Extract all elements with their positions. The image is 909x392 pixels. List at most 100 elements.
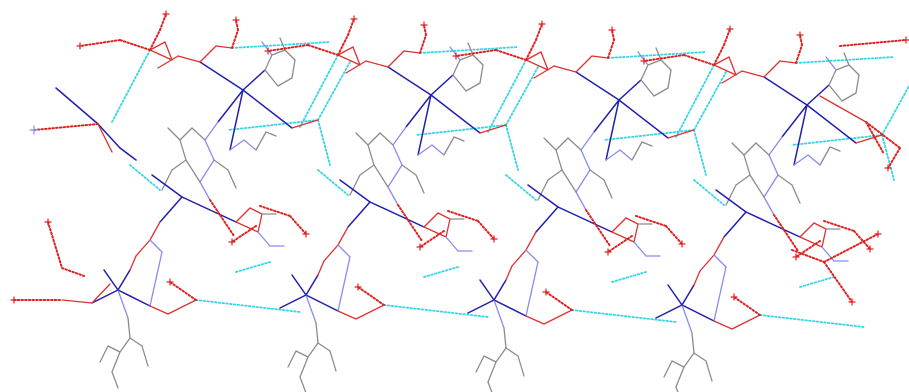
left-edge-fragment bbox=[10, 87, 137, 304]
aromatic-bond bbox=[855, 74, 860, 94]
complex-unit bbox=[640, 25, 883, 392]
aromatic-bond bbox=[459, 54, 474, 61]
disordered-bond bbox=[259, 205, 291, 217]
nitrogen-bond bbox=[763, 196, 775, 216]
carbon-bond bbox=[675, 366, 685, 388]
metal-bond bbox=[97, 123, 121, 149]
aromatic-bond bbox=[379, 132, 394, 146]
oxygen-bond bbox=[505, 265, 513, 281]
carbon-bond bbox=[735, 174, 751, 186]
nitrogen-bond bbox=[449, 46, 461, 61]
nitrogen-bond bbox=[387, 164, 403, 188]
metal-bond bbox=[806, 84, 830, 106]
nitrogen-bond bbox=[681, 304, 693, 334]
oxygen-bond bbox=[713, 56, 730, 66]
metal-bond bbox=[242, 69, 266, 91]
metal-bond bbox=[781, 104, 808, 138]
hydrogen-bond bbox=[231, 41, 331, 49]
carbon-bond bbox=[315, 322, 319, 344]
carbon-bond bbox=[505, 347, 519, 357]
disordered-bond bbox=[419, 230, 445, 248]
aromatic-bond bbox=[271, 49, 286, 56]
carbon-bond bbox=[631, 141, 643, 161]
carbon-bond bbox=[287, 350, 297, 368]
metal-bond bbox=[347, 201, 371, 228]
disordered-bond bbox=[853, 230, 871, 250]
nitrogen-bond bbox=[337, 256, 351, 312]
metal-bond bbox=[557, 206, 613, 233]
hydrogen-bond bbox=[419, 46, 519, 54]
nitrogen-bond bbox=[243, 139, 257, 151]
oxygen-bond bbox=[699, 254, 715, 272]
nitrogen-bond bbox=[392, 144, 403, 166]
hydrogen-bond bbox=[317, 119, 331, 166]
aromatic-bond bbox=[452, 59, 461, 76]
oxygen-bond bbox=[799, 222, 815, 238]
hydrogen-bond bbox=[505, 174, 537, 201]
carbon-bond bbox=[731, 142, 745, 156]
nitrogen-bond bbox=[575, 169, 591, 193]
hydrogen-bond-network bbox=[111, 41, 909, 328]
carbon-bond bbox=[475, 355, 485, 373]
hydrogen-bond bbox=[791, 134, 883, 146]
metal-bond bbox=[369, 201, 425, 228]
disordered-bond bbox=[525, 39, 537, 61]
nitrogen-bond bbox=[257, 231, 271, 247]
hydrogen-bond bbox=[607, 51, 707, 59]
metal-bond bbox=[55, 87, 99, 125]
aromatic-bond bbox=[561, 169, 577, 193]
disordered-bond bbox=[119, 39, 151, 51]
disordered-bond bbox=[585, 209, 611, 247]
aromatic-bond bbox=[828, 84, 843, 102]
metal-bond bbox=[117, 289, 151, 307]
metal-bond bbox=[618, 99, 669, 139]
nitrogen-bond bbox=[619, 149, 633, 161]
oxygen-bond bbox=[445, 218, 451, 238]
carbon-bond bbox=[111, 371, 119, 389]
carbon-bond bbox=[161, 169, 173, 191]
nitrogen-bond bbox=[525, 261, 539, 317]
disordered-bond bbox=[823, 233, 879, 263]
metal-bond bbox=[493, 299, 527, 317]
nitrogen-bond bbox=[431, 144, 445, 156]
oxygen-bond bbox=[525, 315, 545, 325]
oxygen-bond bbox=[763, 60, 781, 78]
hydrogen-bond bbox=[111, 49, 151, 123]
aromatic-bond bbox=[291, 59, 296, 79]
disordered-bond bbox=[79, 39, 121, 47]
aromatic-bond bbox=[277, 77, 293, 87]
metal-bond bbox=[242, 89, 293, 129]
aromatic-bond bbox=[743, 142, 757, 156]
carbon-bond bbox=[415, 174, 425, 194]
carbon-bond bbox=[819, 146, 831, 166]
hydrogen-bond bbox=[693, 71, 727, 131]
nitrogen-bond bbox=[580, 149, 591, 171]
oxygen-bond bbox=[97, 123, 113, 153]
aromatic-bond bbox=[755, 142, 770, 156]
oxygen-bond bbox=[149, 49, 173, 61]
disordered-bond bbox=[455, 49, 497, 57]
aromatic-bond bbox=[841, 92, 857, 102]
carbon-bond bbox=[107, 345, 121, 353]
nitrogen-bond bbox=[417, 144, 433, 156]
oxygen-bond bbox=[728, 56, 737, 76]
aromatic-bond bbox=[660, 59, 672, 71]
metal-bond bbox=[535, 206, 559, 233]
hydrogen-bond bbox=[611, 271, 647, 283]
nitrogen-bond bbox=[204, 121, 219, 141]
disordered-bond bbox=[337, 34, 349, 56]
carbon-bond bbox=[675, 386, 679, 392]
oxygen-bond bbox=[317, 260, 325, 276]
aromatic-bond bbox=[653, 87, 669, 97]
oxygen-bond bbox=[693, 270, 701, 286]
metal-bond bbox=[467, 299, 495, 314]
carbon-bond bbox=[705, 360, 713, 382]
carbon-bond bbox=[589, 169, 605, 181]
disordered-bond bbox=[447, 210, 479, 222]
oxygen-bond bbox=[149, 41, 166, 51]
oxygen-bond bbox=[61, 299, 93, 304]
disordered-bond bbox=[607, 39, 615, 59]
complex-unit bbox=[264, 15, 507, 392]
